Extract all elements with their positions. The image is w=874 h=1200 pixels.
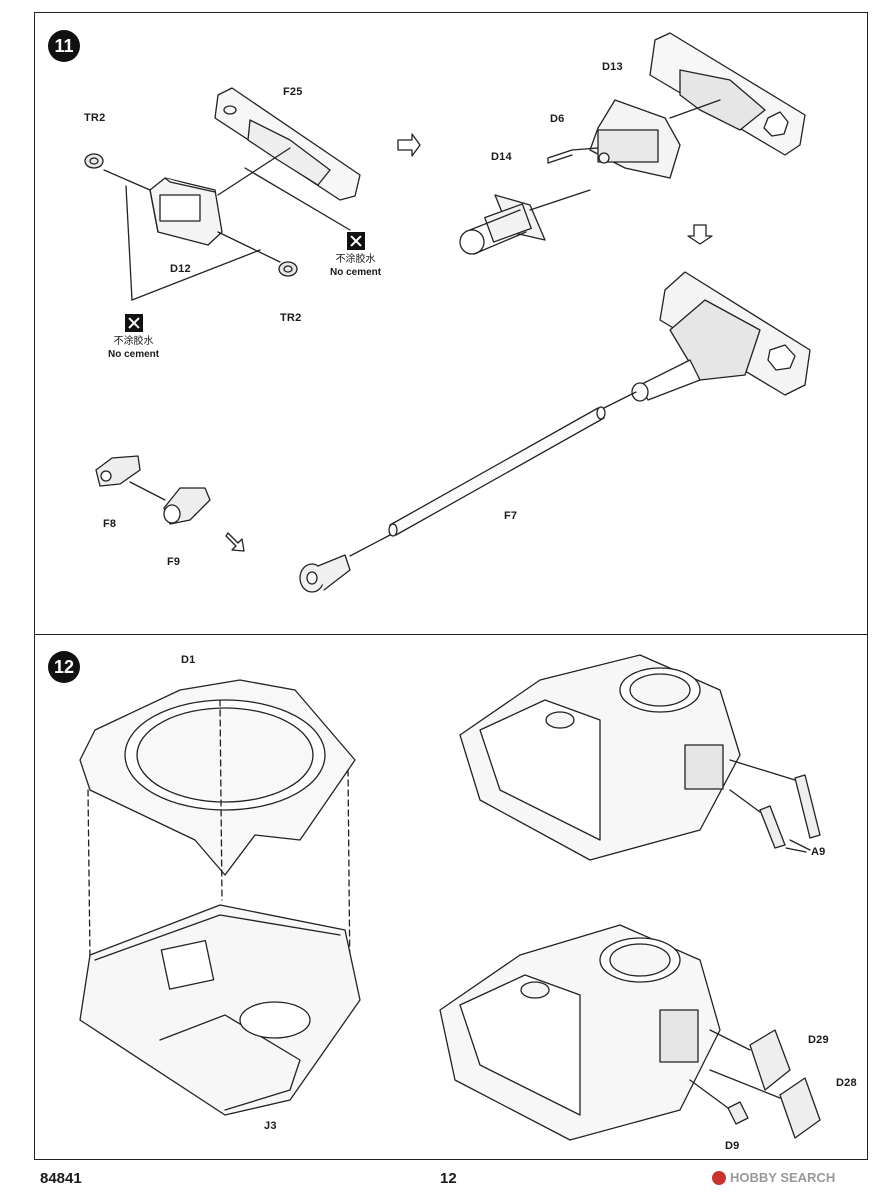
label-f8: F8 — [103, 518, 117, 530]
tr2-bottom-ring — [278, 261, 298, 277]
step-12-badge: 12 — [48, 651, 80, 683]
no-cement-note-left: 不涂胶水 No cement — [108, 314, 159, 361]
f9-assembled — [299, 554, 351, 593]
brand-logo-icon — [712, 1170, 726, 1185]
product-code: 84841 — [40, 1170, 82, 1187]
no-cement-icon — [124, 314, 143, 332]
a9-pieces — [759, 774, 821, 849]
d1-plate — [79, 679, 356, 876]
assembled-unit — [631, 271, 811, 402]
d6-pin — [547, 149, 573, 164]
note-cn: 不涂胶水 — [335, 254, 376, 265]
no-cement-note-right: 不涂胶水 No cement — [330, 232, 381, 279]
f25-assembled — [649, 32, 806, 156]
j3-hull — [79, 904, 361, 1116]
label-d6: D6 — [550, 113, 565, 125]
note-cn: 不涂胶水 — [113, 336, 154, 347]
f8-part — [95, 455, 141, 487]
label-f25: F25 — [283, 86, 303, 98]
label-d9: D9 — [725, 1140, 740, 1152]
turret-lower — [439, 924, 721, 1141]
brand-watermark: HOBBY SEARCH — [712, 1170, 835, 1185]
turret-upper — [459, 654, 741, 861]
f9-part — [163, 487, 211, 525]
note-en: No cement — [330, 267, 382, 278]
d14-mount — [459, 194, 546, 255]
label-j3: J3 — [264, 1120, 277, 1132]
no-cement-icon — [346, 232, 365, 250]
label-d29: D29 — [808, 1034, 829, 1046]
label-a9: A9 — [811, 846, 826, 858]
label-d1: D1 — [181, 654, 196, 666]
step-11-badge: 11 — [48, 30, 80, 62]
instruction-frame — [34, 12, 868, 1160]
label-tr2-top: TR2 — [84, 112, 106, 124]
label-d13: D13 — [602, 61, 623, 73]
d12-part — [149, 177, 223, 246]
d29-part — [749, 1029, 791, 1091]
label-f7: F7 — [504, 510, 518, 522]
d9-part — [727, 1101, 749, 1125]
f7-rod — [388, 406, 606, 537]
d13-block — [589, 99, 681, 179]
label-f9: F9 — [167, 556, 181, 568]
step-divider — [34, 634, 868, 635]
tr2-top-ring — [84, 153, 104, 169]
label-d12: D12 — [170, 263, 191, 275]
brand-text: HOBBY SEARCH — [730, 1170, 836, 1185]
label-d28: D28 — [836, 1077, 857, 1089]
label-tr2-bottom: TR2 — [280, 312, 302, 324]
page-number: 12 — [440, 1170, 457, 1187]
d28-part — [779, 1077, 821, 1139]
f25-plate — [214, 87, 361, 201]
note-en: No cement — [108, 349, 160, 360]
label-d14: D14 — [491, 151, 512, 163]
